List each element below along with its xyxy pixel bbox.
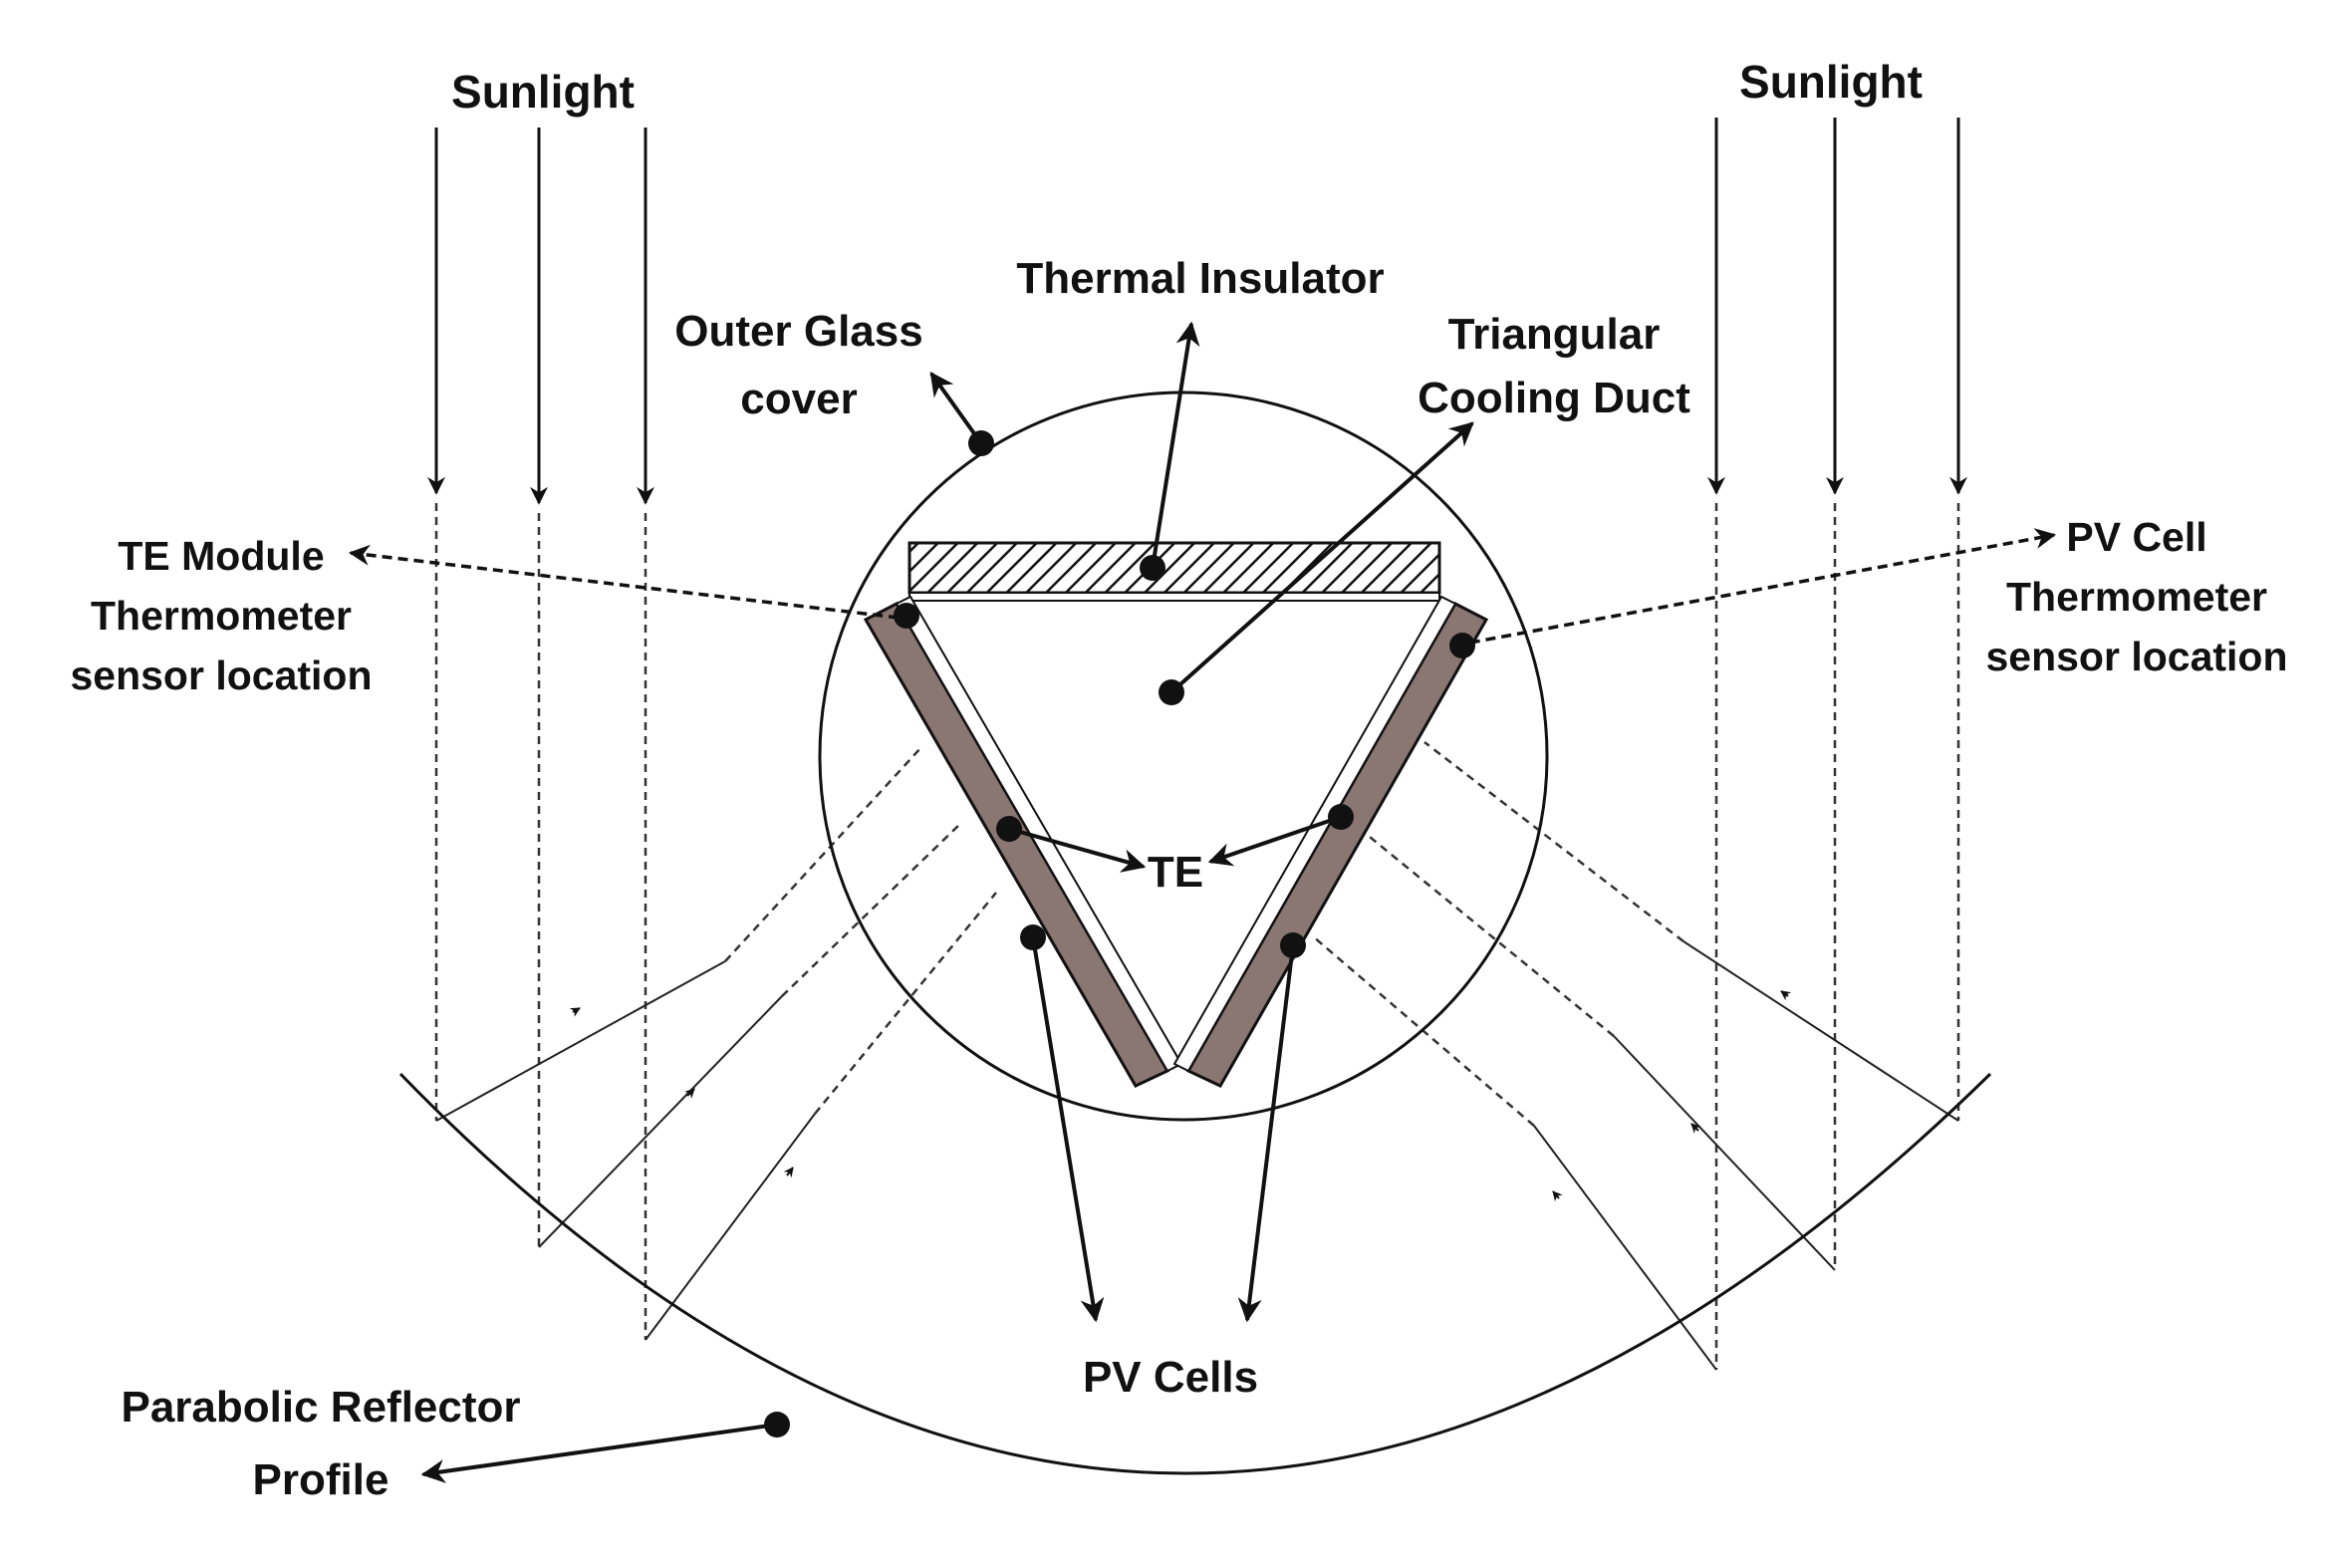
pv-cell-label-line3: sensor location	[1985, 634, 2287, 679]
reflected-rays-left	[435, 746, 997, 1341]
parabolic-reflector-label-line2: Profile	[253, 1455, 389, 1504]
pv-cell-label-line2: Thermometer	[2006, 574, 2267, 620]
pv-cells-label: PV Cells	[1083, 1353, 1258, 1402]
triangular-duct-label-line2: Cooling Duct	[1418, 374, 1690, 422]
parabolic-reflector	[398, 1072, 1992, 1475]
pv-cell-label-line1: PV Cell	[2066, 514, 2206, 560]
insulator-base-strip	[908, 592, 1440, 602]
sunlight-left-label: Sunlight	[451, 66, 635, 118]
te-label: TE	[1148, 848, 1203, 897]
pv-sensor-leader	[1453, 528, 2057, 648]
pv-panel-left	[863, 595, 1183, 1088]
sunlight-right-label: Sunlight	[1739, 56, 1923, 108]
outer-glass-label-line2: cover	[740, 375, 857, 423]
outer-glass-label-line1: Outer Glass	[674, 307, 922, 356]
te-module-label-line1: TE Module	[118, 533, 324, 579]
reflected-rays-right	[1312, 741, 1959, 1371]
parabolic-reflector-label-line1: Parabolic Reflector	[121, 1383, 520, 1432]
triangular-duct-label-line1: Triangular	[1448, 310, 1661, 359]
outer-glass-cover	[818, 391, 1549, 1122]
annotation-arrows	[420, 321, 1474, 1483]
te-module-label-line3: sensor location	[70, 653, 372, 698]
thermal-insulator	[907, 541, 1441, 595]
te-sensor-leader	[348, 544, 900, 620]
te-module-label-line2: Thermometer	[91, 593, 352, 639]
thermal-insulator-label: Thermal Insulator	[1016, 254, 1384, 303]
sunlight-rays-right	[1707, 118, 1967, 1370]
pv-panel-right	[1172, 595, 1489, 1088]
sensor-dots	[764, 430, 1475, 1437]
sunlight-rays-left	[427, 128, 654, 1340]
